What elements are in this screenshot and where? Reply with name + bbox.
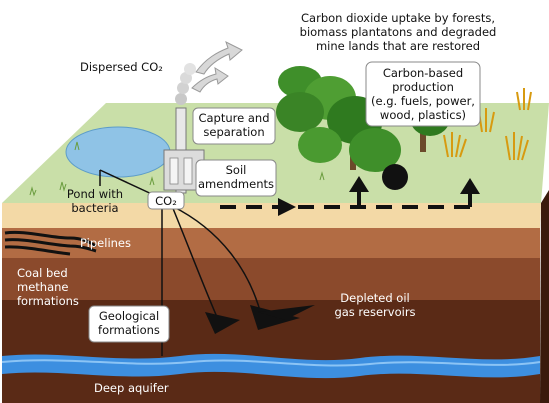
deep-aquifer-label: Deep aquifer	[94, 381, 169, 395]
depleted-label-line2: gas reservoirs	[334, 305, 415, 319]
carbon-based-line2: production	[392, 80, 454, 94]
pipelines-label: Pipelines	[80, 236, 131, 250]
carbon-based-line1: Carbon-based	[383, 66, 463, 80]
ground-block	[1, 103, 549, 403]
soil-box	[195, 159, 277, 197]
coal-label-line3: formations	[17, 294, 79, 308]
mid-brown-layer	[2, 258, 540, 300]
capture-label-line1: Capture and	[198, 111, 269, 125]
coal-label-line2: methane	[17, 280, 69, 294]
sandy-layer	[2, 203, 541, 228]
pond	[65, 126, 171, 178]
pond-pointer	[99, 169, 157, 197]
uptake-label-line3: mine lands that are restored	[316, 39, 480, 53]
soil-label-line2: amendments	[198, 177, 274, 191]
carbon-based-box	[365, 61, 481, 127]
grass-surface	[2, 103, 549, 203]
soil-label-line1: Soil	[226, 163, 247, 177]
capture-label-line2: separation	[203, 125, 264, 139]
dispersed-co2-arrows	[191, 41, 243, 93]
biomass-plants	[443, 88, 532, 161]
geological-label-line1: Geological	[99, 309, 159, 323]
co2-label: CO₂	[155, 194, 177, 208]
light-brown-layer	[2, 228, 540, 258]
deep-aquifer-band	[2, 353, 540, 379]
carbon-based-line4: wood, plastics)	[380, 108, 466, 122]
capture-box	[192, 107, 276, 145]
soil-flow-arrow	[220, 176, 480, 216]
geological-box	[88, 305, 170, 343]
depleted-label-line1: Depleted oil	[340, 291, 409, 305]
pond-label-line1: Pond with	[67, 187, 123, 201]
pond-label-line2: bacteria	[71, 201, 118, 215]
reservoir-arrowheads	[205, 305, 315, 334]
block-right-face	[540, 190, 549, 403]
dispersed-co2-label: Dispersed CO₂	[80, 60, 163, 74]
coal-label-line1: Coal bed	[17, 266, 68, 280]
co2-box	[147, 191, 185, 210]
uptake-label-line2: biomass plantatons and degraded	[300, 25, 497, 39]
uptake-label-line1: Carbon dioxide uptake by forests,	[301, 11, 495, 25]
aquifer-highlight	[1, 359, 541, 367]
pipelines-graphic	[4, 230, 97, 256]
carbon-based-line3: (e.g. fuels, power,	[371, 94, 475, 108]
geological-label-line2: formations	[98, 323, 160, 337]
